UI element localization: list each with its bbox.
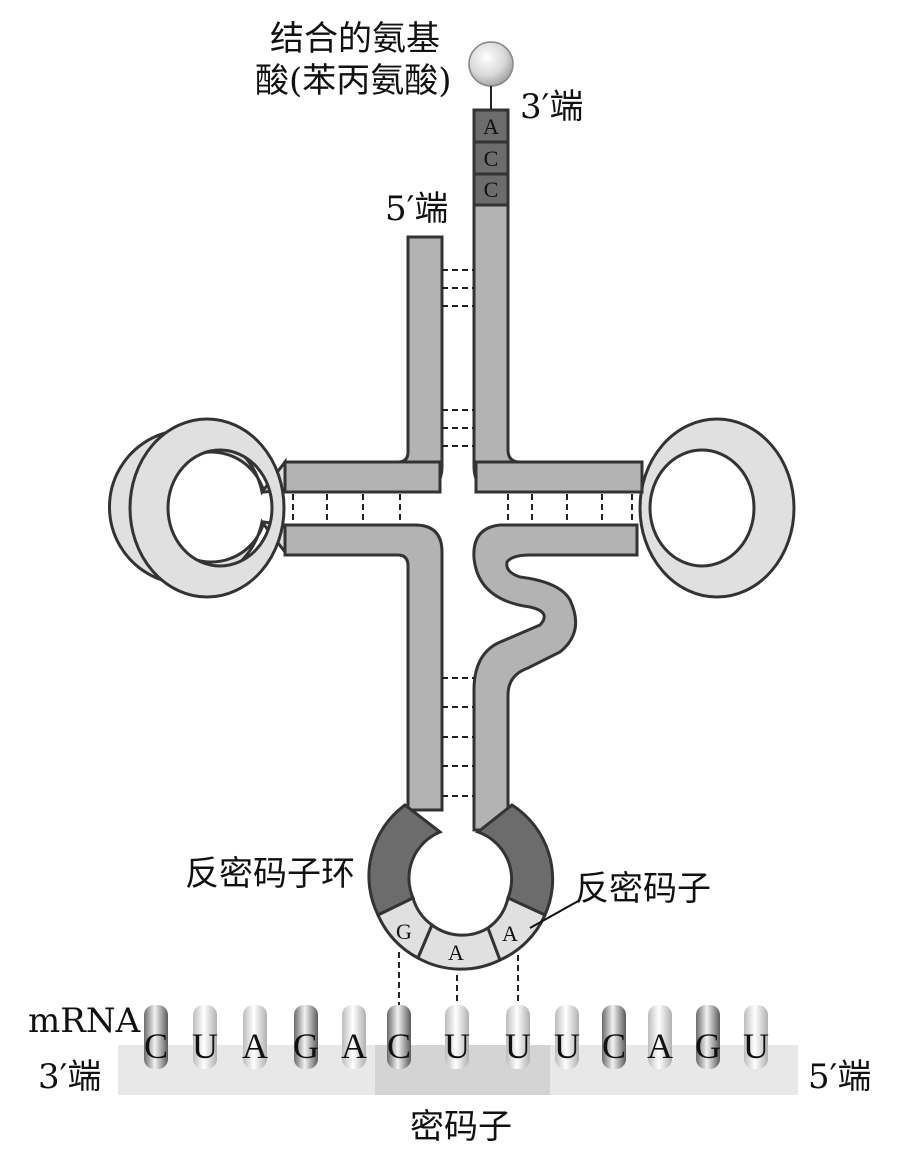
anticodon-loop: G A A (367, 803, 555, 971)
mrna-base: G (695, 1026, 721, 1066)
mrna-base: C (387, 1026, 411, 1066)
mrna-base-cylinder (696, 1005, 720, 1069)
mrna-base: U (505, 1026, 531, 1066)
anticodon-base: G (396, 919, 412, 944)
mrna-base: G (293, 1026, 319, 1066)
mrna-base-cylinder (144, 1005, 168, 1069)
mrna-3-end-label: 3′端 (38, 1057, 101, 1097)
amino-acid-ball (468, 41, 514, 87)
strand-5-prime-lower (283, 523, 444, 812)
mrna-base-cylinder (506, 1005, 530, 1069)
mrna-base-cylinder (294, 1005, 318, 1069)
mrna-base: U (554, 1026, 580, 1066)
trna-5-end-label: 5′端 (385, 189, 448, 229)
mrna-base-cylinder (555, 1005, 579, 1069)
mrna-base-cylinder (193, 1005, 217, 1069)
strand-5-prime-upper (283, 235, 444, 494)
acceptor-base: C (484, 146, 499, 171)
mrna-base: A (647, 1026, 673, 1066)
mrna-base: A (341, 1026, 367, 1066)
anticodon-loop-left-dark (367, 803, 443, 918)
d-loop-ring (128, 417, 286, 599)
mrna-base-cylinder (387, 1005, 411, 1069)
t-loop-ring (638, 417, 796, 599)
amino-acid-label-line2: 酸(苯丙氨酸) (255, 61, 452, 101)
left-upper-arm (283, 460, 442, 494)
mrna-base-cylinder (648, 1005, 672, 1069)
mrna-base: U (192, 1026, 218, 1066)
mrna-base: U (743, 1026, 769, 1066)
codon-label: 密码子 (410, 1107, 512, 1147)
mrna-base-cylinder (243, 1005, 267, 1069)
mrna-base-cylinder (744, 1005, 768, 1069)
mrna-base-cylinder (602, 1005, 626, 1069)
acceptor-base: A (483, 114, 499, 139)
mrna-base: U (444, 1026, 470, 1066)
mrna-label: mRNA (28, 1001, 141, 1041)
strand-3-prime-upper (472, 203, 644, 494)
acceptor-base-box (472, 140, 510, 176)
anticodon-loop-right-dark (474, 803, 555, 917)
mrna-base: A (242, 1026, 268, 1066)
hydrogen-bonds (292, 269, 633, 1010)
anticodon-loop-label: 反密码子环 (185, 854, 355, 894)
acceptor-base-box (472, 172, 510, 207)
anticodon-base-a2-segment (486, 895, 547, 963)
mrna-base-cylinder (445, 1005, 469, 1069)
anticodon-base: A (502, 921, 518, 946)
amino-acid-label-line1: 结合的氨基 (270, 19, 440, 59)
mrna-base-cylinder (342, 1005, 366, 1069)
mrna-base: C (144, 1026, 168, 1066)
acceptor-base: C (484, 177, 499, 202)
strand-3-prime-lower (472, 523, 639, 832)
mrna-base: C (602, 1026, 626, 1066)
anticodon-pointer (529, 899, 581, 929)
mrna-5-end-label: 5′端 (808, 1057, 871, 1097)
trna-3-end-label: 3′端 (520, 87, 583, 127)
acceptor-stem: A C C (472, 108, 510, 207)
anticodon-base: A (448, 940, 464, 965)
right-upper-arm (474, 460, 644, 494)
anticodon-label: 反密码子 (575, 869, 711, 909)
